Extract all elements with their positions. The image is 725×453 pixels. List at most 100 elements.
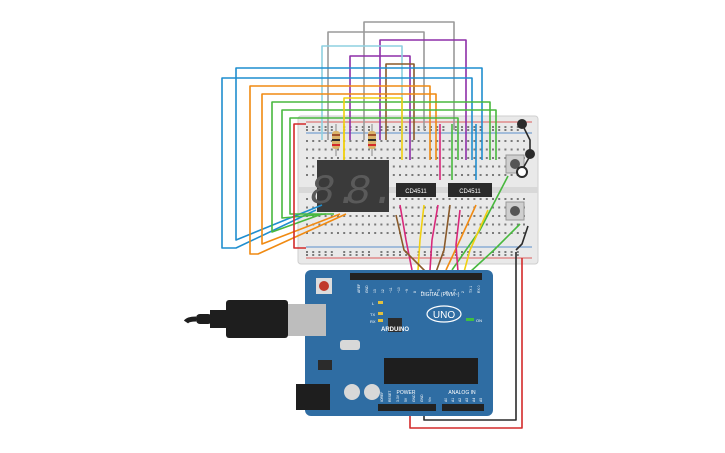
breadboard-hole [448,198,451,200]
breadboard-hole [479,174,482,176]
breadboard-hole [361,215,364,217]
breadboard-hole [324,129,327,131]
breadboard-hole [392,223,395,226]
breadboard-hole [461,157,463,159]
breadboard-hole [510,251,513,253]
pushbutton-bottom[interactable] [505,201,525,221]
breadboard-hole [411,174,414,176]
breadboard-hole [498,140,501,142]
breadboard-hole [485,198,488,200]
breadboard-hole [436,232,439,234]
breadboard-hole [430,165,432,168]
breadboard-hole [312,140,315,142]
breadboard-hole [516,129,519,131]
breadboard-hole [473,198,476,200]
breadboard-hole [355,157,358,159]
pin-label: 8 [413,291,417,293]
breadboard-hole [417,148,420,151]
breadboard-hole [498,148,501,151]
breadboard-hole [324,251,327,253]
breadboard-hole [380,129,383,131]
breadboard-hole [361,254,364,256]
breadboard-hole [442,215,445,217]
breadboard-hole [306,198,308,200]
breadboard-hole [473,157,476,159]
breadboard-hole [485,148,488,151]
breadboard-hole [405,232,408,234]
breadboard-hole [454,206,457,209]
breadboard-hole [374,215,377,217]
breadboard-hole [392,206,395,209]
breadboard-hole [312,165,315,168]
breadboard-hole [324,223,327,226]
breadboard-hole [330,157,333,159]
breadboard-hole [318,254,321,256]
breadboard-hole [485,174,488,176]
breadboard-hole [510,129,513,131]
breadboard-hole [461,129,463,131]
breadboard-hole [392,148,395,151]
seven-segment-display-right: 8. [346,160,396,216]
breadboard-hole [492,215,494,217]
breadboard-hole [442,198,445,200]
breadboard-hole [405,174,408,176]
breadboard-hole [417,126,420,128]
pin-label: RX 0 [477,285,481,293]
breadboard-hole [399,215,401,217]
breadboard-hole [361,251,364,253]
breadboard-hole [405,157,408,159]
breadboard-hole [368,148,370,151]
breadboard-hole [492,148,494,151]
breadboard-hole [411,140,414,142]
breadboard-hole [417,206,420,209]
breadboard-hole [473,215,476,217]
breadboard-hole [442,223,445,226]
breadboard-hole [454,223,457,226]
breadboard-hole [492,232,494,234]
breadboard-hole [504,129,507,131]
breadboard-hole [479,165,482,168]
pin-label: Vin [428,397,432,402]
breadboard-hole [430,198,432,200]
ic-cd4511-left: CD4511 [396,183,436,197]
breadboard-hole [498,232,501,234]
breadboard-hole [324,232,327,234]
breadboard-hole [343,215,346,217]
pin-label: ~3 [453,289,457,293]
breadboard-holes [306,126,525,256]
breadboard-hole [510,223,513,226]
breadboard-hole [461,148,463,151]
breadboard-hole [306,206,308,209]
breadboard-hole [380,157,383,159]
breadboard-hole [461,165,463,168]
breadboard-hole [405,223,408,226]
breadboard-hole [312,129,315,131]
breadboard-hole [318,148,321,151]
breadboard-hole [485,140,488,142]
breadboard-hole [504,198,507,200]
breadboard-hole [442,232,445,234]
reset-button[interactable] [319,281,329,291]
breadboard-hole [349,223,352,226]
breadboard-hole [442,140,445,142]
l-label: L [372,301,375,306]
breadboard-hole [312,251,315,253]
breadboard-hole [467,223,470,226]
breadboard-hole [467,174,470,176]
breadboard-hole [405,140,408,142]
breadboard-hole [504,206,507,209]
breadboard-hole [330,126,333,128]
breadboard-hole [448,215,451,217]
breadboard-hole [355,215,358,217]
breadboard-hole [479,126,482,128]
breadboard-hole [442,206,445,209]
breadboard-hole [516,140,519,142]
breadboard-hole [386,232,389,234]
breadboard-hole [380,140,383,142]
breadboard-hole [442,165,445,168]
arduino-uno-board[interactable]: ARDUINO UNO DIGITAL (PWM~) POWER ANALOG … [288,270,493,416]
breadboard-hole [355,254,358,256]
pin-label: 2 [461,291,465,293]
breadboard-hole [380,126,383,128]
breadboard-hole [423,215,426,217]
